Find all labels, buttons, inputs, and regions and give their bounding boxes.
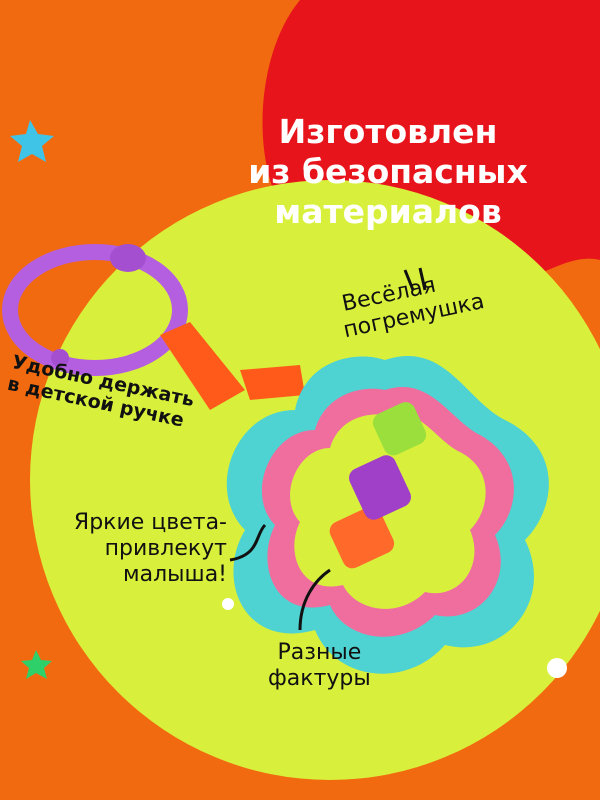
sparkle-icon — [403, 267, 427, 291]
purple-link-ring — [2, 244, 188, 376]
white-dot-small — [222, 598, 234, 610]
callout-line: фактуры — [268, 666, 371, 691]
callout-colors: Яркие цвета- привлекут малыша! — [32, 510, 227, 588]
headline-line: из безопасных — [248, 152, 528, 191]
headline-line: Изготовлен — [278, 112, 498, 151]
arrow-icon — [229, 523, 267, 562]
white-dot — [547, 658, 567, 678]
headline: Изготовлен из безопасных материалов — [198, 112, 578, 232]
headline-line: материалов — [274, 192, 502, 231]
arrow-icon — [298, 568, 331, 631]
orange-strap — [160, 322, 245, 410]
callout-line: Яркие цвета- — [73, 510, 227, 535]
callout-line: привлекут — [104, 536, 227, 561]
callout-line: Разные — [277, 640, 362, 665]
green-star-icon — [21, 650, 52, 679]
callout-line: малыша! — [123, 562, 227, 587]
callout-textures: Разные фактуры — [268, 640, 371, 692]
blue-star-icon — [10, 120, 54, 162]
